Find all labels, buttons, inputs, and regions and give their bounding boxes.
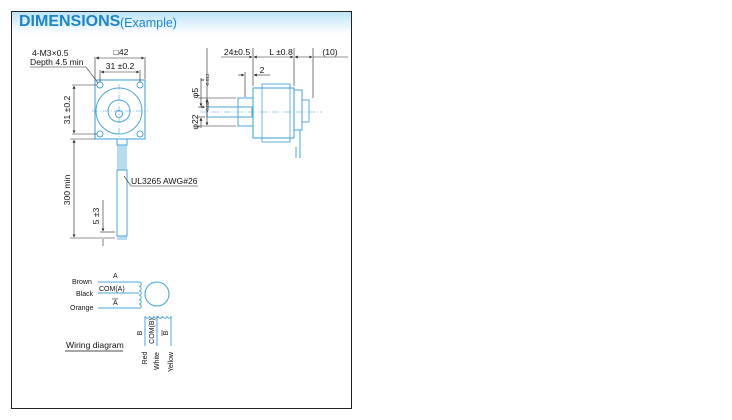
wire-red-label: Red xyxy=(142,351,149,364)
hole-pitch-v-label: 31 ±0.2 xyxy=(62,95,72,124)
rear-length-label: (10) xyxy=(322,47,337,57)
hole-depth-label: Depth 4.5 min xyxy=(30,57,84,67)
strip-length-label: 5 ±3 xyxy=(91,207,101,224)
side-view: 24±0.5 L ±0.8 (10) 2 φ5 0 -0.012 φ22 0 -… xyxy=(190,47,348,158)
flange-thickness-label: 2 xyxy=(260,65,265,75)
pilot-tol-lower: -0.03 xyxy=(205,101,210,112)
page-subtitle: (Example) xyxy=(120,16,177,30)
pilot-diameter-label: φ22 xyxy=(190,114,200,129)
phase-b-label: B xyxy=(137,330,144,335)
wiring-caption: Wiring diagram xyxy=(66,340,124,350)
square-dim-label: □42 xyxy=(114,47,129,57)
rear-cover-outline xyxy=(293,89,303,131)
mounting-hole-bl xyxy=(96,130,104,138)
diagram-frame xyxy=(11,11,352,409)
wire-brown-label: Brown xyxy=(72,279,92,286)
lead-length-label: 300 min xyxy=(62,174,72,205)
wire-orange-label: Orange xyxy=(70,305,93,312)
mounting-hole-br xyxy=(136,130,144,138)
wire-yellow-label: Yellow xyxy=(168,351,175,372)
header-band xyxy=(12,12,351,34)
phase-a-bar-label: A xyxy=(113,300,118,307)
shaft-length-label: 24±0.5 xyxy=(224,47,250,57)
lead-grommet xyxy=(116,138,128,146)
motor-square-outline xyxy=(94,79,146,140)
shaft-tol-upper: 0 xyxy=(200,78,205,81)
wire-black-label: Black xyxy=(76,291,94,298)
pilot-tol-upper: 0 xyxy=(200,105,205,108)
com-a-label: COM(A) xyxy=(99,286,125,293)
motor-body-outline xyxy=(252,87,295,139)
lead-wire-bundle xyxy=(116,169,128,237)
lead-wire-label: UL3265 AWG#26 xyxy=(131,176,198,186)
com-b-label: COM(B) xyxy=(149,318,156,344)
page-title: DIMENSIONS xyxy=(19,13,121,30)
wiring-diagram: Brown Black Orange A COM(A) A B COM(B) B… xyxy=(65,273,175,372)
hole-pitch-h-label: 31 ±0.2 xyxy=(106,61,135,71)
coil-a xyxy=(138,281,142,309)
body-length-label: L ±0.8 xyxy=(269,47,293,57)
shaft-tol-lower: -0.012 xyxy=(205,73,210,86)
coil-b xyxy=(144,315,172,319)
mounting-hole-tr xyxy=(136,81,144,89)
hole-spec-label: 4-M3×0.5 xyxy=(32,48,69,58)
phase-b-bar-label: B xyxy=(163,330,170,335)
front-view: □42 31 ±0.2 31 ±0.2 4-M3×0.5 Depth 4.5 m… xyxy=(30,47,198,246)
rotor-circle xyxy=(144,281,170,307)
phase-a-label: A xyxy=(113,273,118,280)
shaft-diameter-label: φ5 xyxy=(190,88,200,99)
wire-white-label: White xyxy=(154,352,161,370)
